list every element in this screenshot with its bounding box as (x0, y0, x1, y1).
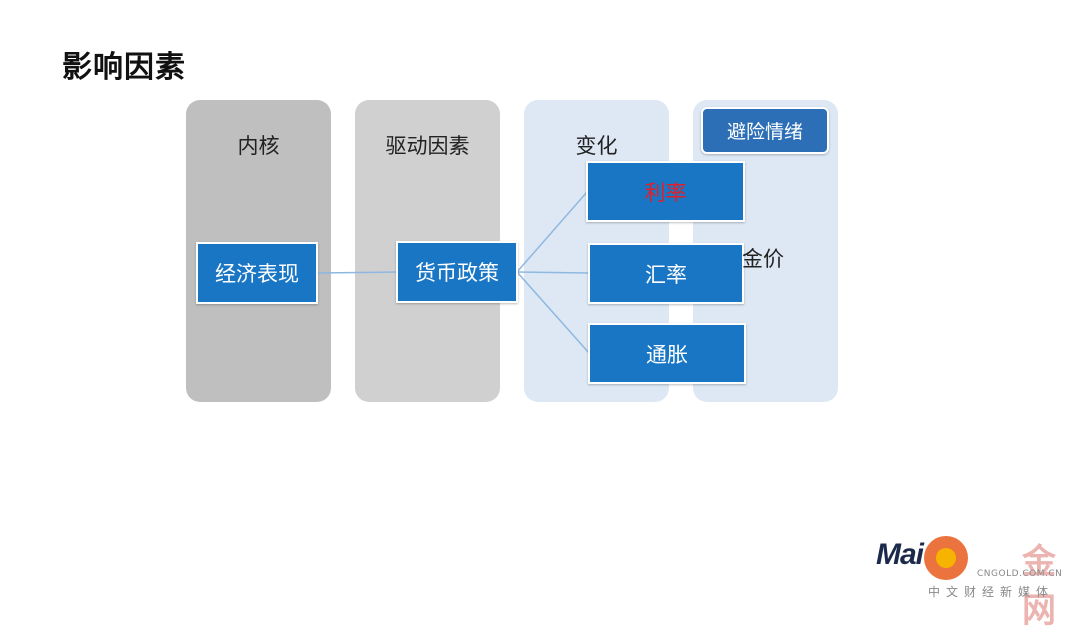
page-title: 影响因素 (62, 50, 186, 85)
column-drivers-label: 驱动因素 (385, 134, 470, 158)
connector-lines (317, 191, 590, 354)
node-risk-aversion: 避险情绪 (701, 107, 829, 154)
connector-economy-policy (317, 271, 398, 274)
logo-coin-icon (936, 548, 956, 568)
node-exchange-rate: 汇率 (588, 243, 744, 304)
watermark-logo: Mai 金网 CNGOLD.COM.CN 中文财经新媒体 (872, 528, 1072, 631)
node-monetary-policy: 货币政策 (396, 241, 518, 303)
connector-policy-exchange (516, 271, 590, 274)
brand-logo-text: Mai (876, 538, 924, 571)
node-gold-price: 金价 (742, 247, 784, 271)
node-interest-rate: 利率 (586, 161, 745, 222)
watermark-url: CNGOLD.COM.CN (977, 569, 1063, 579)
node-inflation: 通胀 (588, 323, 746, 384)
connector-policy-inflation (516, 271, 590, 354)
column-changes-label: 变化 (575, 134, 618, 158)
watermark-slogan: 中文财经新媒体 (928, 585, 1055, 599)
node-economy: 经济表现 (196, 242, 318, 304)
connector-policy-interest (516, 191, 588, 273)
column-core-label: 内核 (237, 134, 280, 158)
